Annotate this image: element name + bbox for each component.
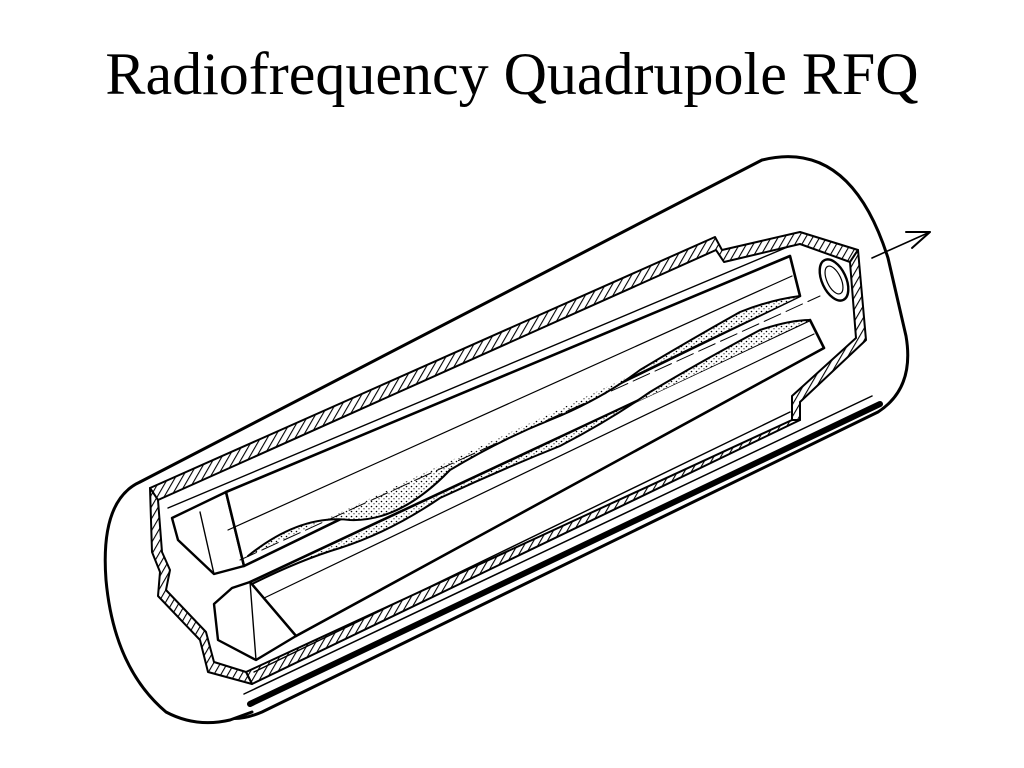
vane-upper-left [170, 490, 246, 576]
beam-axis-inner [239, 295, 821, 561]
vane-modulation-lower [251, 319, 811, 585]
beam-arrow-head [905, 231, 931, 249]
hatched-tank-wall-left [149, 487, 253, 685]
beam-aperture [818, 258, 850, 302]
vane-modulation-upper [247, 295, 801, 557]
beam-axis-line-out [871, 231, 931, 259]
tank-bottom-edge [247, 401, 883, 707]
slide-title: Radiofrequency Quadrupole RFQ [105, 41, 919, 107]
